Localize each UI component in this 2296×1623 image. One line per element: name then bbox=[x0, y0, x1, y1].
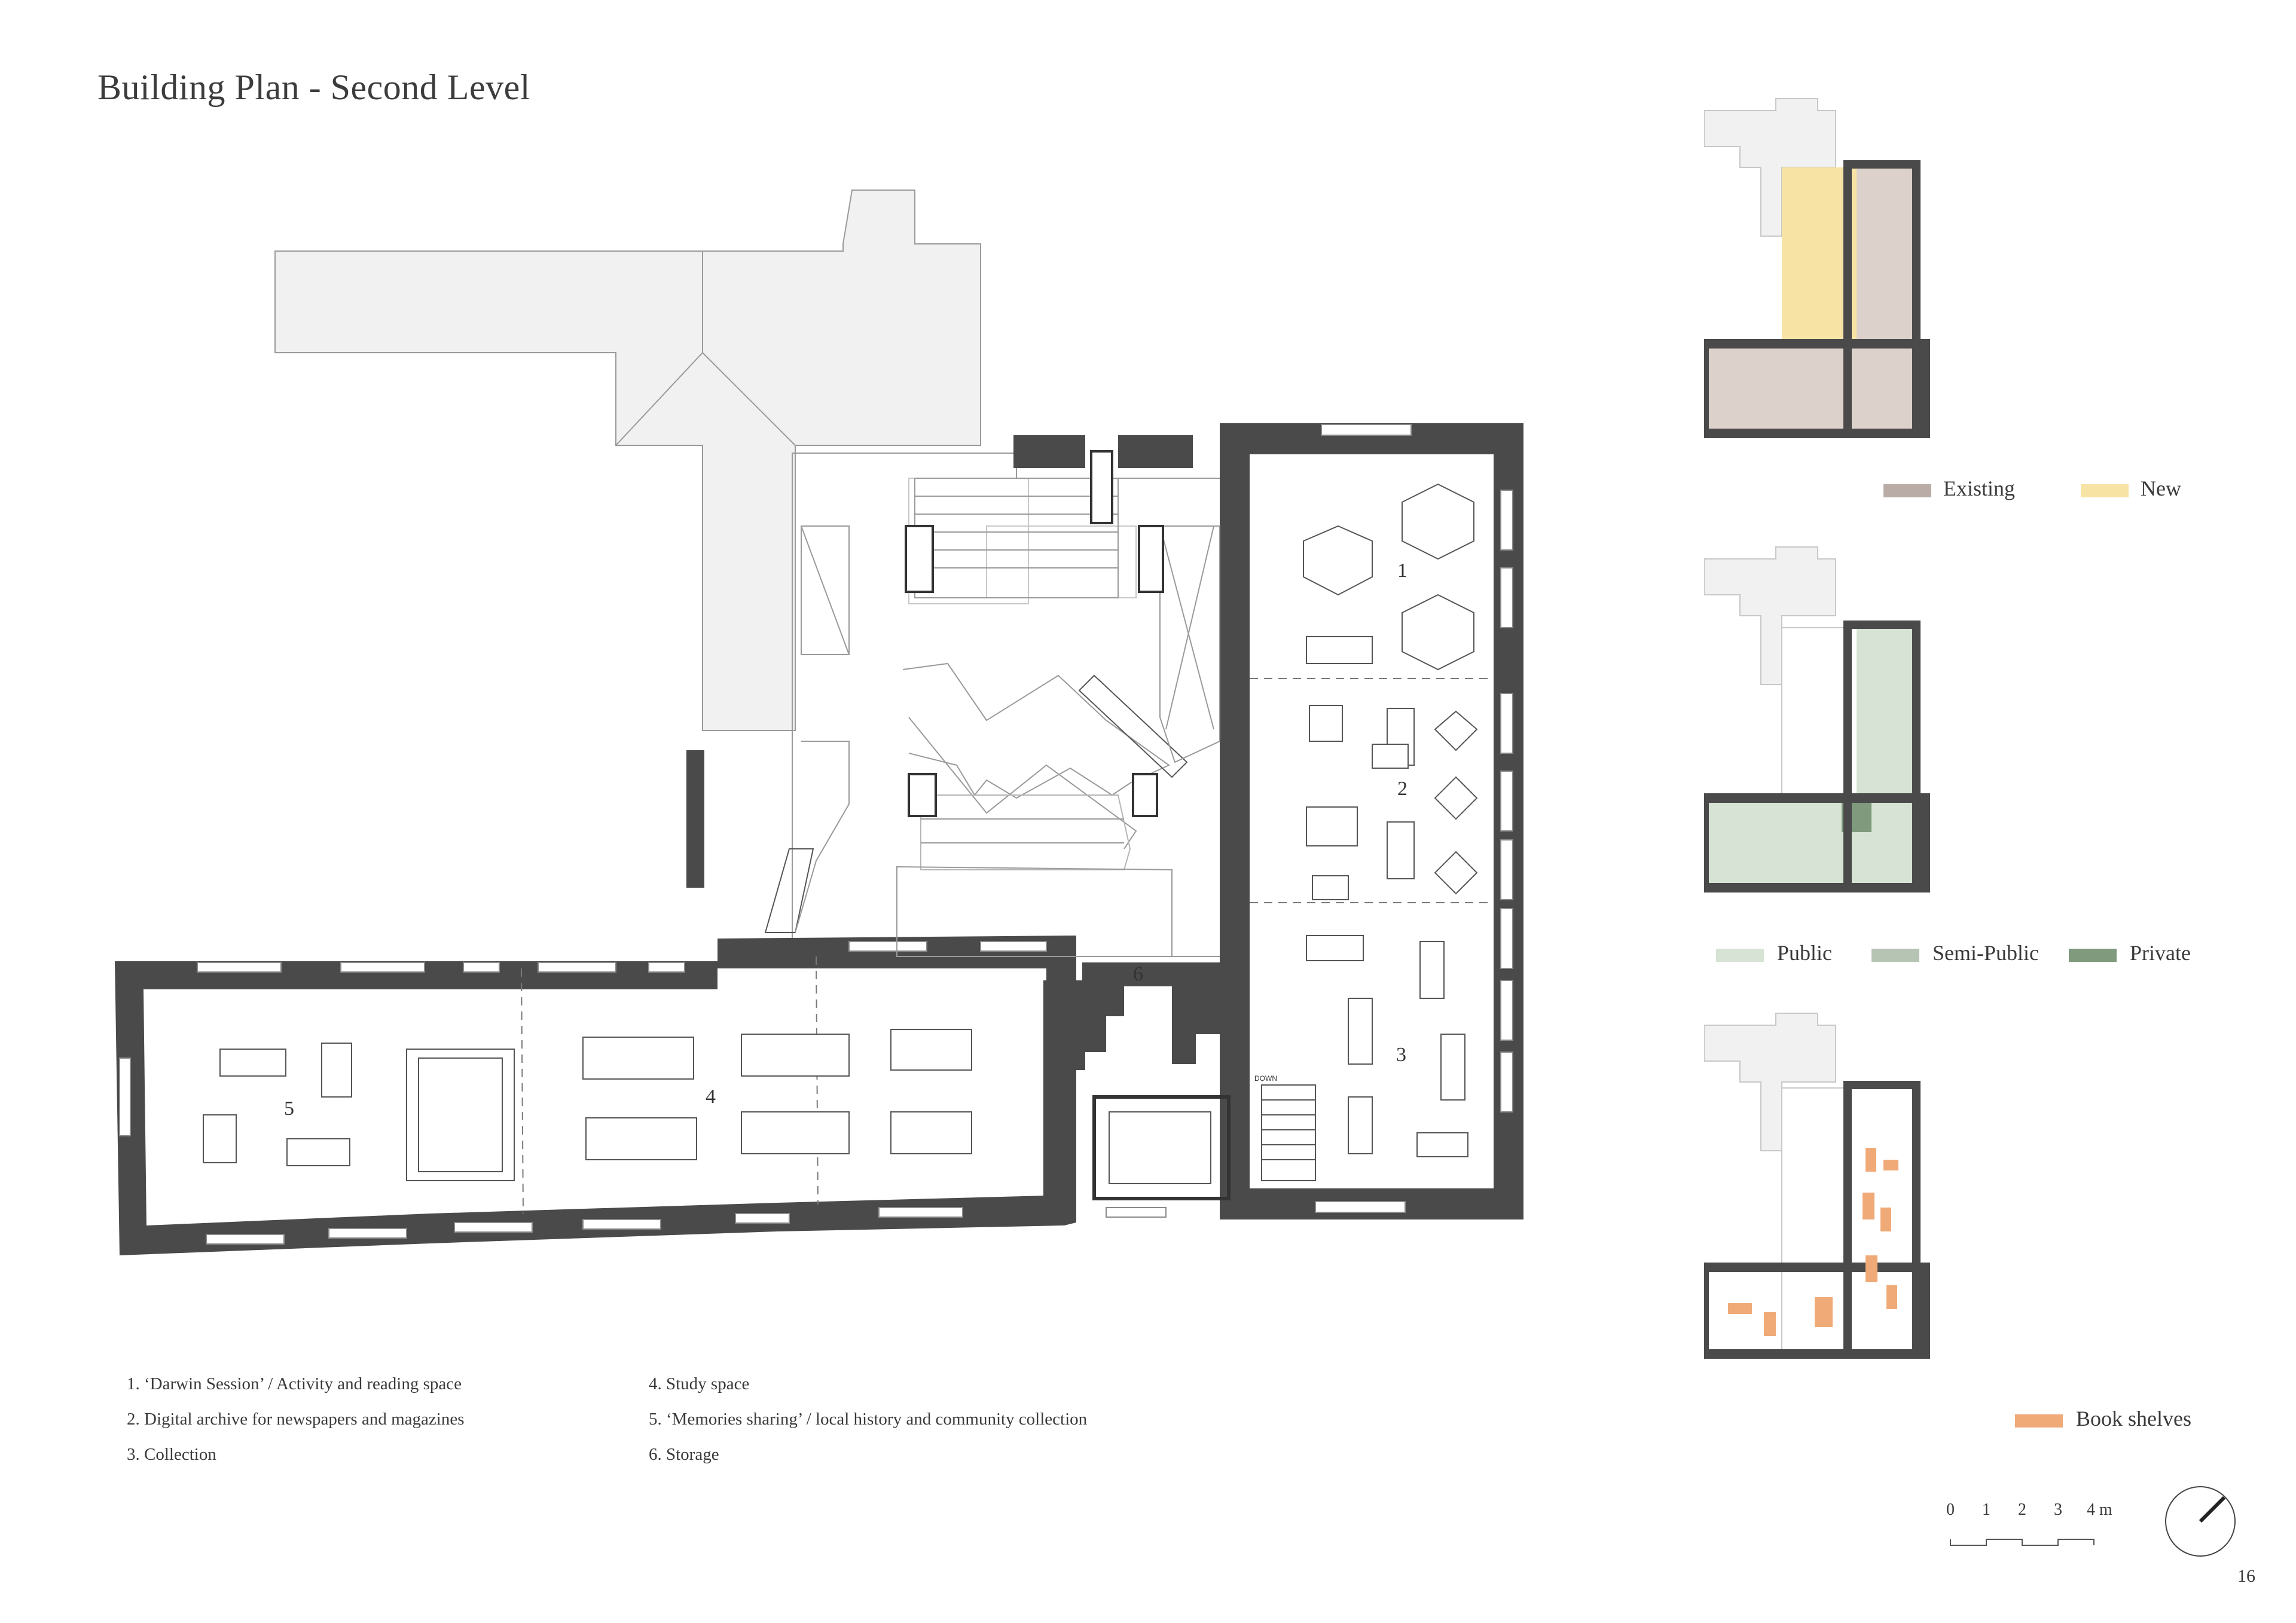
central-stairs bbox=[764, 478, 1220, 957]
legend-item: 6. Storage bbox=[649, 1445, 719, 1464]
mini-plan-shelves bbox=[1704, 1013, 1930, 1359]
page-number: 16 bbox=[2237, 1566, 2255, 1586]
room-number-3: 3 bbox=[1396, 1044, 1406, 1066]
new-structure bbox=[792, 453, 1241, 957]
scale-tick-3: 3 bbox=[2054, 1500, 2062, 1519]
room-numbers: 1 2 3 4 5 6 bbox=[284, 560, 1407, 1120]
furniture-room-5 bbox=[203, 1043, 352, 1166]
room-legend-left: 1. ‘Darwin Session’ / Activity and readi… bbox=[127, 1367, 464, 1472]
furniture-room-1 bbox=[1303, 483, 1474, 671]
furniture-room-2 bbox=[1306, 705, 1478, 900]
furniture-room-4 bbox=[582, 1029, 972, 1160]
scale-tick-1: 1 bbox=[1982, 1500, 1990, 1519]
scale-tick-2: 2 bbox=[2018, 1500, 2026, 1519]
north-arrow-icon bbox=[2165, 1486, 2236, 1557]
legend-item: 5. ‘Memories sharing’ / local history an… bbox=[649, 1410, 1088, 1429]
furniture-room-3 bbox=[1306, 935, 1468, 1157]
room-number-5: 5 bbox=[284, 1098, 294, 1120]
scale-bar: 0 1 2 3 4 m bbox=[1937, 1500, 2129, 1548]
page-title: Building Plan - Second Level bbox=[97, 68, 530, 107]
room-number-6: 6 bbox=[1133, 963, 1143, 985]
stair-cores bbox=[406, 1049, 1316, 1200]
windows bbox=[119, 424, 1513, 1245]
stair-down-label: DOWN bbox=[1254, 1074, 1277, 1083]
legend-item: 2. Digital archive for newspapers and ma… bbox=[127, 1410, 465, 1429]
key-existing: Existing bbox=[1883, 476, 2015, 501]
room-legend-right: 4. Study space 5. ‘Memories sharing’ / l… bbox=[649, 1367, 1087, 1472]
key-new: New bbox=[2081, 476, 2181, 501]
room-number-1: 1 bbox=[1397, 560, 1407, 582]
main-floor-plan: 1 2 3 4 5 6 DOWN bbox=[115, 189, 1523, 1255]
key-semi-public: Semi-Public bbox=[1871, 940, 2039, 965]
legend-item: 4. Study space bbox=[649, 1374, 750, 1393]
key-book-shelves: Book shelves bbox=[2015, 1406, 2191, 1431]
room-number-4: 4 bbox=[706, 1086, 716, 1108]
scale-tick-0: 0 bbox=[1946, 1500, 1955, 1519]
scale-tick-4: 4 m bbox=[2087, 1500, 2112, 1519]
key-public: Public bbox=[1716, 940, 1832, 965]
legend-item: 3. Collection bbox=[127, 1445, 216, 1464]
zone-dividers bbox=[521, 678, 1494, 1214]
key-private: Private bbox=[2069, 940, 2191, 965]
legend-item: 1. ‘Darwin Session’ / Activity and readi… bbox=[127, 1374, 462, 1393]
room-number-2: 2 bbox=[1397, 778, 1407, 800]
existing-roof bbox=[274, 189, 981, 731]
mini-plan-age bbox=[1704, 98, 1930, 438]
mini-plan-access bbox=[1704, 546, 1930, 893]
column-elements bbox=[905, 450, 1164, 817]
